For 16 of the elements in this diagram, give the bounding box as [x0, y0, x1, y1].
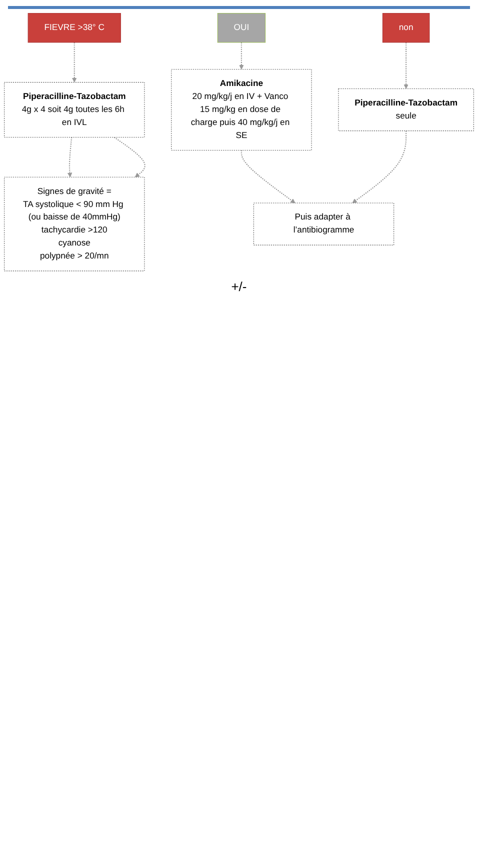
- node-box: Signes de gravité = TA systolique < 90 mm Hg (ou baisse de 40mmHg) tachycardie >120 cyanose polypnée > 20/mn: [4, 176, 145, 272]
- node-box: Amikacine 20 mg/kg/j en IV + Vanco 15 mg/kg en dose de charge puis 40 mg/kg/j en SE: [171, 69, 312, 150]
- node-box: non: [382, 13, 430, 43]
- arrow: [239, 42, 244, 70]
- node-box: OUI: [217, 13, 266, 43]
- node-box: Piperacilline-Tazobactam 4g x 4 soit 4g toutes les 6h en IVL: [4, 82, 145, 138]
- arrow: [240, 150, 296, 204]
- note-text: +/-: [231, 279, 247, 294]
- arrow: [114, 136, 146, 178]
- node-box: Puis adapter à l’antibiogramme: [253, 202, 394, 246]
- node-box: Piperacilline-Tazobactam seule: [338, 88, 474, 132]
- arrow: [352, 130, 407, 204]
- arrow: [404, 42, 408, 89]
- node-box: FIEVRE >38° C: [28, 13, 121, 43]
- arrow: [67, 137, 72, 178]
- arrow: [72, 42, 77, 83]
